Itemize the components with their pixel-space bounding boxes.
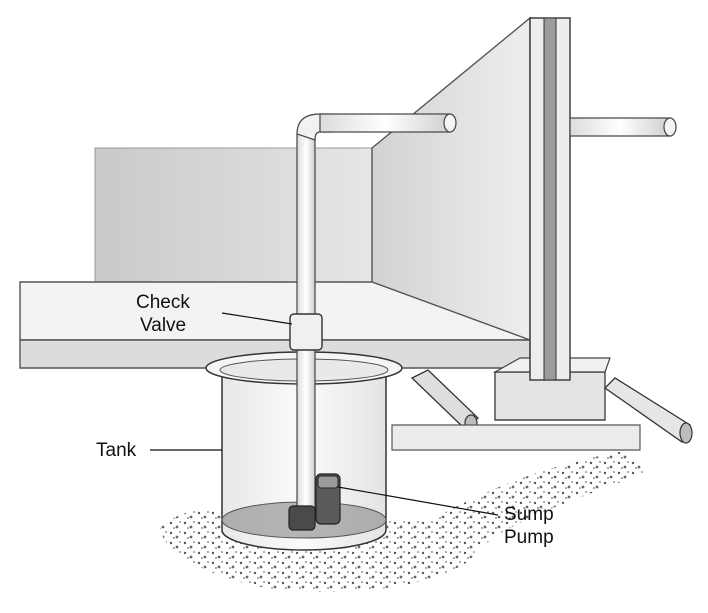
check-valve-leader (221, 312, 293, 325)
gravel-bed (160, 452, 650, 592)
pipe-horizontal-right (569, 117, 671, 137)
drain-pipe-outer-end (679, 422, 693, 444)
sump-pump-cap (317, 475, 339, 489)
back-wall (94, 147, 373, 283)
sump-pump-label-line1: Sump (504, 504, 554, 525)
check-valve-label-line2: Valve (140, 315, 186, 336)
sump-pump-label-line2: Pump (504, 527, 554, 548)
tank-label: Tank (96, 440, 137, 461)
support-post-groove (543, 17, 557, 381)
discharge-pipe-end (443, 113, 457, 133)
sump-pump-leader (337, 486, 499, 516)
check-valve-label-line1: Check (136, 292, 190, 313)
pump-intake (288, 505, 316, 531)
check-valve (289, 313, 323, 351)
discharge-pipe-horizontal (319, 113, 451, 133)
pipe-end-right (663, 117, 677, 137)
sub-slab-ledge (391, 424, 641, 451)
drain-pipe-under-slab (410, 369, 480, 429)
